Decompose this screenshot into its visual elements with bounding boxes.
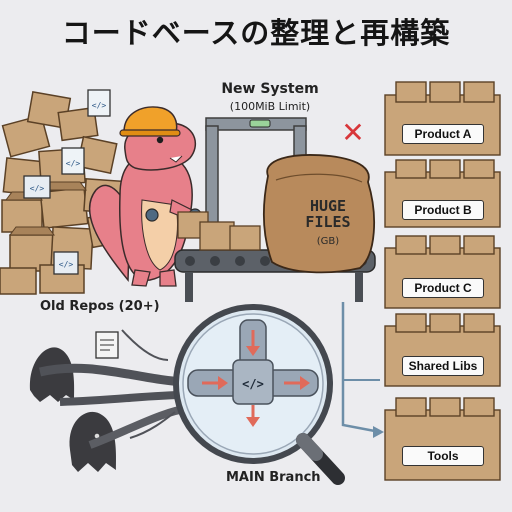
huge-files-label: HUGE FILES [288,198,368,230]
huge-files-line1: HUGE [309,197,347,215]
reject-x-icon: ✕ [341,116,364,149]
code-glyph-text: </> [66,159,81,168]
huge-files-sack [263,154,376,274]
huge-files-line2: FILES [305,213,351,231]
conveyor-boxes [177,211,261,251]
dinosaur-mascot [88,106,202,287]
huge-files-size: (GB) [316,236,340,247]
document-icon [95,331,119,359]
tools-tag: Tools [402,446,484,466]
code-file-icon: </> [23,175,51,199]
arrow-head-icon [373,426,384,438]
product-c-tag: Product C [402,278,484,298]
shared-libs-tag: Shared Libs [402,356,484,376]
page-title: コードベースの整理と再構築 [61,16,451,50]
code-glyph-text: </> [59,260,74,269]
flow-arrow [121,329,169,361]
new-system-title: New System [221,81,319,97]
new-system-subtitle: (100MiB Limit) [229,100,311,113]
flow-arrow [129,411,176,439]
merge-pipe [59,391,186,406]
magnifier-icon: </> [173,304,345,485]
code-glyph-text: </> [92,101,107,110]
code-glyph-text: </> [30,184,45,193]
merge-pipe [38,363,186,387]
flow-arrow [341,302,381,434]
code-glyph-text: </> [242,377,264,391]
code-file-icon: </> [53,251,79,275]
code-file-icon: </> [61,147,85,175]
code-file-icon: </> [87,89,111,117]
product-a-tag: Product A [402,124,484,144]
product-stacks [384,81,501,481]
main-branch-label: MAIN Branch [226,470,321,485]
product-b-tag: Product B [402,200,484,220]
old-repos-label: Old Repos (20+) [40,299,160,314]
